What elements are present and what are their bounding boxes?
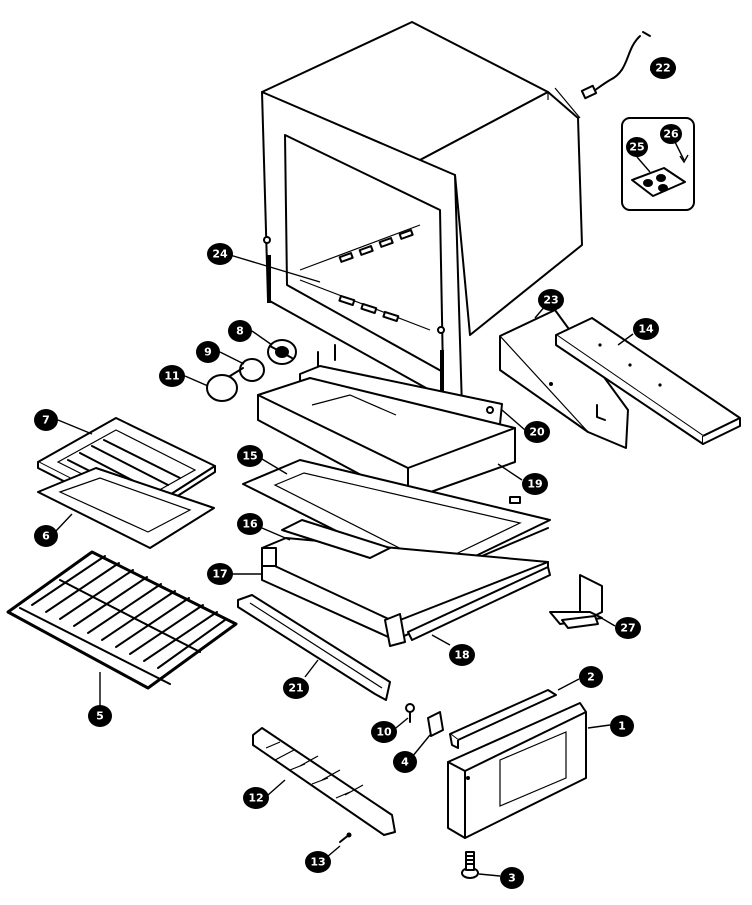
callout-13-label: 13 (310, 856, 325, 869)
oven-cavity (261, 21, 583, 409)
leveling-leg (461, 851, 479, 879)
callout-15-label: 15 (242, 450, 257, 463)
callout-12: 12 (243, 787, 269, 809)
callout-23: 23 (538, 289, 564, 311)
callout-8: 8 (228, 320, 252, 342)
drawer-assembly (261, 519, 551, 647)
callout-15: 15 (237, 445, 263, 467)
drawer-rail-left (237, 594, 391, 701)
callout-3: 3 (500, 867, 524, 889)
callout-6-label: 6 (42, 530, 50, 543)
callout-12-label: 12 (248, 792, 263, 805)
clip (427, 711, 444, 737)
callout-24-label: 24 (212, 248, 228, 261)
callout-21-label: 21 (288, 682, 303, 695)
callout-27: 27 (615, 617, 641, 639)
callout-3-label: 3 (508, 872, 516, 885)
callout-19-label: 19 (527, 478, 542, 491)
callout-21: 21 (283, 677, 309, 699)
callout-1: 1 (610, 715, 634, 737)
toe-plate (252, 727, 396, 836)
callout-5-label: 5 (96, 710, 104, 723)
callout-6: 6 (34, 525, 58, 547)
callout-26-label: 26 (663, 128, 679, 141)
screw-13 (339, 832, 352, 843)
kick-panel (447, 702, 587, 839)
callout-25-label: 25 (629, 141, 644, 154)
callout-24: 24 (207, 243, 233, 265)
callout-11-label: 11 (164, 370, 179, 383)
callout-2: 2 (579, 666, 603, 688)
callout-7: 7 (34, 409, 58, 431)
screw-10 (405, 703, 415, 723)
callout-19: 19 (522, 473, 548, 495)
callout-1-label: 1 (618, 720, 626, 733)
callout-5: 5 (88, 705, 112, 727)
callout-14-label: 14 (638, 323, 654, 336)
corner-bracket (549, 574, 603, 629)
power-cord (580, 31, 651, 100)
knob-assembly (206, 339, 297, 402)
callout-2-label: 2 (587, 671, 595, 684)
callout-9-label: 9 (204, 346, 212, 359)
callout-18-label: 18 (454, 649, 469, 662)
insulation-block (257, 377, 516, 501)
callout-26: 26 (660, 124, 682, 144)
callout-7-label: 7 (42, 414, 50, 427)
callout-20-label: 20 (529, 426, 545, 439)
callout-4-label: 4 (401, 756, 409, 769)
callout-4: 4 (393, 751, 417, 773)
callout-16-label: 16 (242, 518, 258, 531)
callout-10: 10 (371, 721, 397, 743)
callout-11: 11 (159, 365, 185, 387)
callout-16: 16 (237, 513, 263, 535)
rear-bracket (555, 317, 741, 445)
callout-17-label: 17 (212, 568, 227, 581)
callout-25: 25 (626, 137, 648, 157)
callout-22-label: 22 (655, 62, 670, 75)
callout-17: 17 (207, 563, 233, 585)
callout-23-label: 23 (543, 294, 558, 307)
callout-13: 13 (305, 851, 331, 873)
callout-14: 14 (633, 318, 659, 340)
callout-9: 9 (196, 341, 220, 363)
callout-10-label: 10 (376, 726, 392, 739)
callout-22: 22 (650, 57, 676, 79)
broiler-pan (37, 467, 215, 549)
burner-inset (621, 117, 695, 211)
leader-lines (54, 67, 677, 877)
callout-20: 20 (524, 421, 550, 443)
kick-panel-top (449, 689, 557, 749)
oven-rack (6, 550, 238, 690)
callout-18: 18 (449, 644, 475, 666)
callout-8-label: 8 (236, 325, 244, 338)
callout-27-label: 27 (620, 622, 635, 635)
